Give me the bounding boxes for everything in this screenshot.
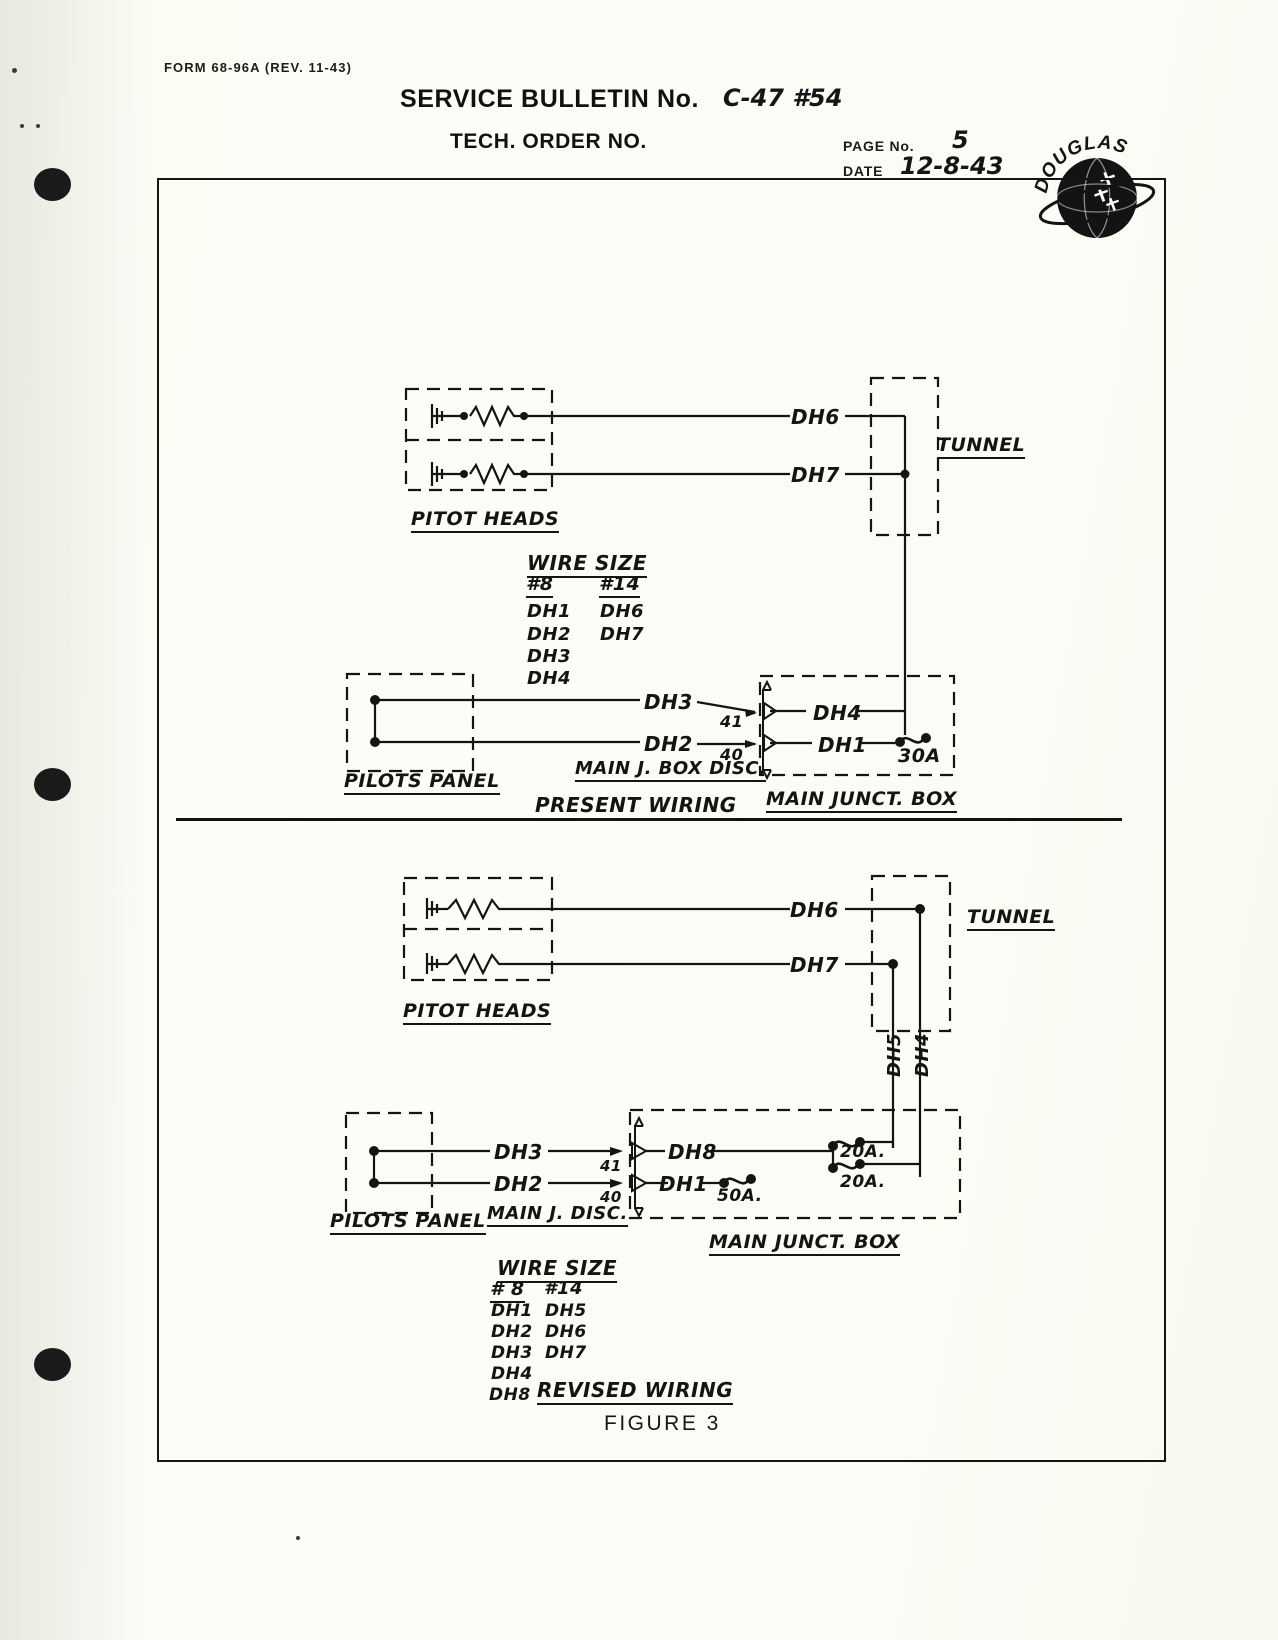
present-wire-size-col2-header: #14 — [599, 573, 641, 598]
present-wire-dh6-label: DH6 — [791, 405, 840, 429]
revised-fuse-50a-label: 50A. — [717, 1186, 763, 1206]
present-wire-size-col1-item: DH4 — [527, 668, 572, 689]
bulletin-title: SERVICE BULLETIN No. — [400, 85, 699, 114]
revised-wire-dh2-label: DH2 — [494, 1172, 543, 1196]
revised-wire-size-title: WIRE SIZE — [497, 1256, 618, 1283]
revised-wire-size-col1-item: DH8 — [489, 1385, 531, 1405]
revised-wire-size-col2-item: DH7 — [545, 1343, 587, 1363]
scan-speck — [12, 68, 17, 73]
present-wire-dh3-label: DH3 — [644, 690, 693, 714]
punch-hole-bottom — [34, 1348, 71, 1381]
revised-wire-size-col1-item: DH2 — [491, 1322, 533, 1342]
revised-wire-dh3-label: DH3 — [494, 1140, 543, 1164]
present-wire-size-col2-item: DH7 — [600, 624, 645, 645]
tech-order-label: TECH. ORDER NO. — [450, 130, 647, 153]
revised-wire-dh1-label: DH1 — [659, 1172, 708, 1196]
form-code: FORM 68-96A (REV. 11-43) — [164, 60, 352, 75]
page-no-label: PAGE No. — [843, 138, 915, 154]
revised-wire-dh7-label: DH7 — [790, 953, 839, 977]
present-wire-size-col1-item: DH2 — [527, 624, 572, 645]
revised-main-j-disc-label: MAIN J. DISC. — [487, 1203, 628, 1227]
revised-main-junct-box-label: MAIN JUNCT. BOX — [709, 1231, 901, 1256]
revised-pin-40-label: 40 — [600, 1188, 622, 1206]
revised-wire-dh5-label: DH5 — [884, 1032, 905, 1077]
present-fuse-30a-label: 30A — [898, 745, 941, 767]
revised-pitot-heads-label: PITOT HEADS — [403, 1000, 552, 1025]
scan-speck — [36, 124, 40, 128]
present-pilots-panel-label: PILOTS PANEL — [344, 770, 500, 795]
punch-hole-top — [34, 168, 71, 201]
present-pin-41-label: 41 — [720, 712, 744, 731]
revised-wire-size-col1-item: DH4 — [491, 1364, 533, 1384]
bulletin-number: C-47 #54 — [723, 84, 843, 112]
revised-section-title: REVISED WIRING — [537, 1378, 734, 1405]
present-tunnel-label: TUNNEL — [937, 434, 1026, 459]
punch-hole-middle — [34, 768, 71, 801]
present-wire-dh7-label: DH7 — [791, 463, 840, 487]
revised-wire-dh8-label: DH8 — [668, 1140, 717, 1164]
revised-wire-size-col2-header: #14 — [544, 1278, 584, 1299]
present-wire-size-col1-item: DH1 — [527, 601, 572, 622]
present-wire-size-col1-item: DH3 — [527, 646, 572, 667]
present-section-title: PRESENT WIRING — [535, 793, 737, 820]
revised-wire-size-col1-item: DH1 — [491, 1301, 533, 1321]
present-pin-40-label: 40 — [720, 745, 744, 764]
present-wire-dh1-label: DH1 — [818, 733, 867, 757]
revised-tunnel-label: TUNNEL — [967, 906, 1056, 931]
present-wire-dh2-label: DH2 — [644, 732, 693, 756]
present-wire-size-col2-item: DH6 — [600, 601, 645, 622]
revised-wire-dh6-label: DH6 — [790, 898, 839, 922]
revised-fuse-20a-top-label: 20A. — [840, 1142, 886, 1162]
revised-wire-size-col2-item: DH6 — [545, 1322, 587, 1342]
present-wire-dh4-label: DH4 — [813, 701, 862, 725]
present-main-junct-box-label: MAIN JUNCT. BOX — [766, 788, 958, 813]
page-no-value: 5 — [952, 126, 969, 154]
present-main-j-box-disc-label: MAIN J. BOX DISC. — [575, 758, 767, 782]
date-label: DATE — [843, 163, 884, 179]
present-wire-size-title: WIRE SIZE — [527, 551, 648, 578]
revised-wire-size-col1-item: DH3 — [491, 1343, 533, 1363]
scan-edge-shadow — [0, 0, 150, 1640]
revised-pilots-panel-label: PILOTS PANEL — [330, 1210, 486, 1235]
revised-wire-size-col1-header: # 8 — [490, 1278, 525, 1303]
revised-wire-dh4-label: DH4 — [912, 1032, 933, 1077]
diagram-frame — [157, 178, 1166, 1462]
present-pitot-heads-label: PITOT HEADS — [411, 508, 560, 533]
revised-pin-41-label: 41 — [600, 1157, 622, 1175]
figure-caption: FIGURE 3 — [604, 1412, 721, 1435]
revised-wire-size-col2-item: DH5 — [545, 1301, 587, 1321]
revised-fuse-20a-bottom-label: 20A. — [840, 1172, 886, 1192]
bulletin-title-text: SERVICE BULLETIN No. — [400, 85, 700, 113]
scan-speck — [296, 1536, 300, 1540]
scan-speck — [20, 124, 24, 128]
date-value: 12-8-43 — [900, 152, 1004, 180]
present-wire-size-col1-header: #8 — [526, 573, 554, 598]
